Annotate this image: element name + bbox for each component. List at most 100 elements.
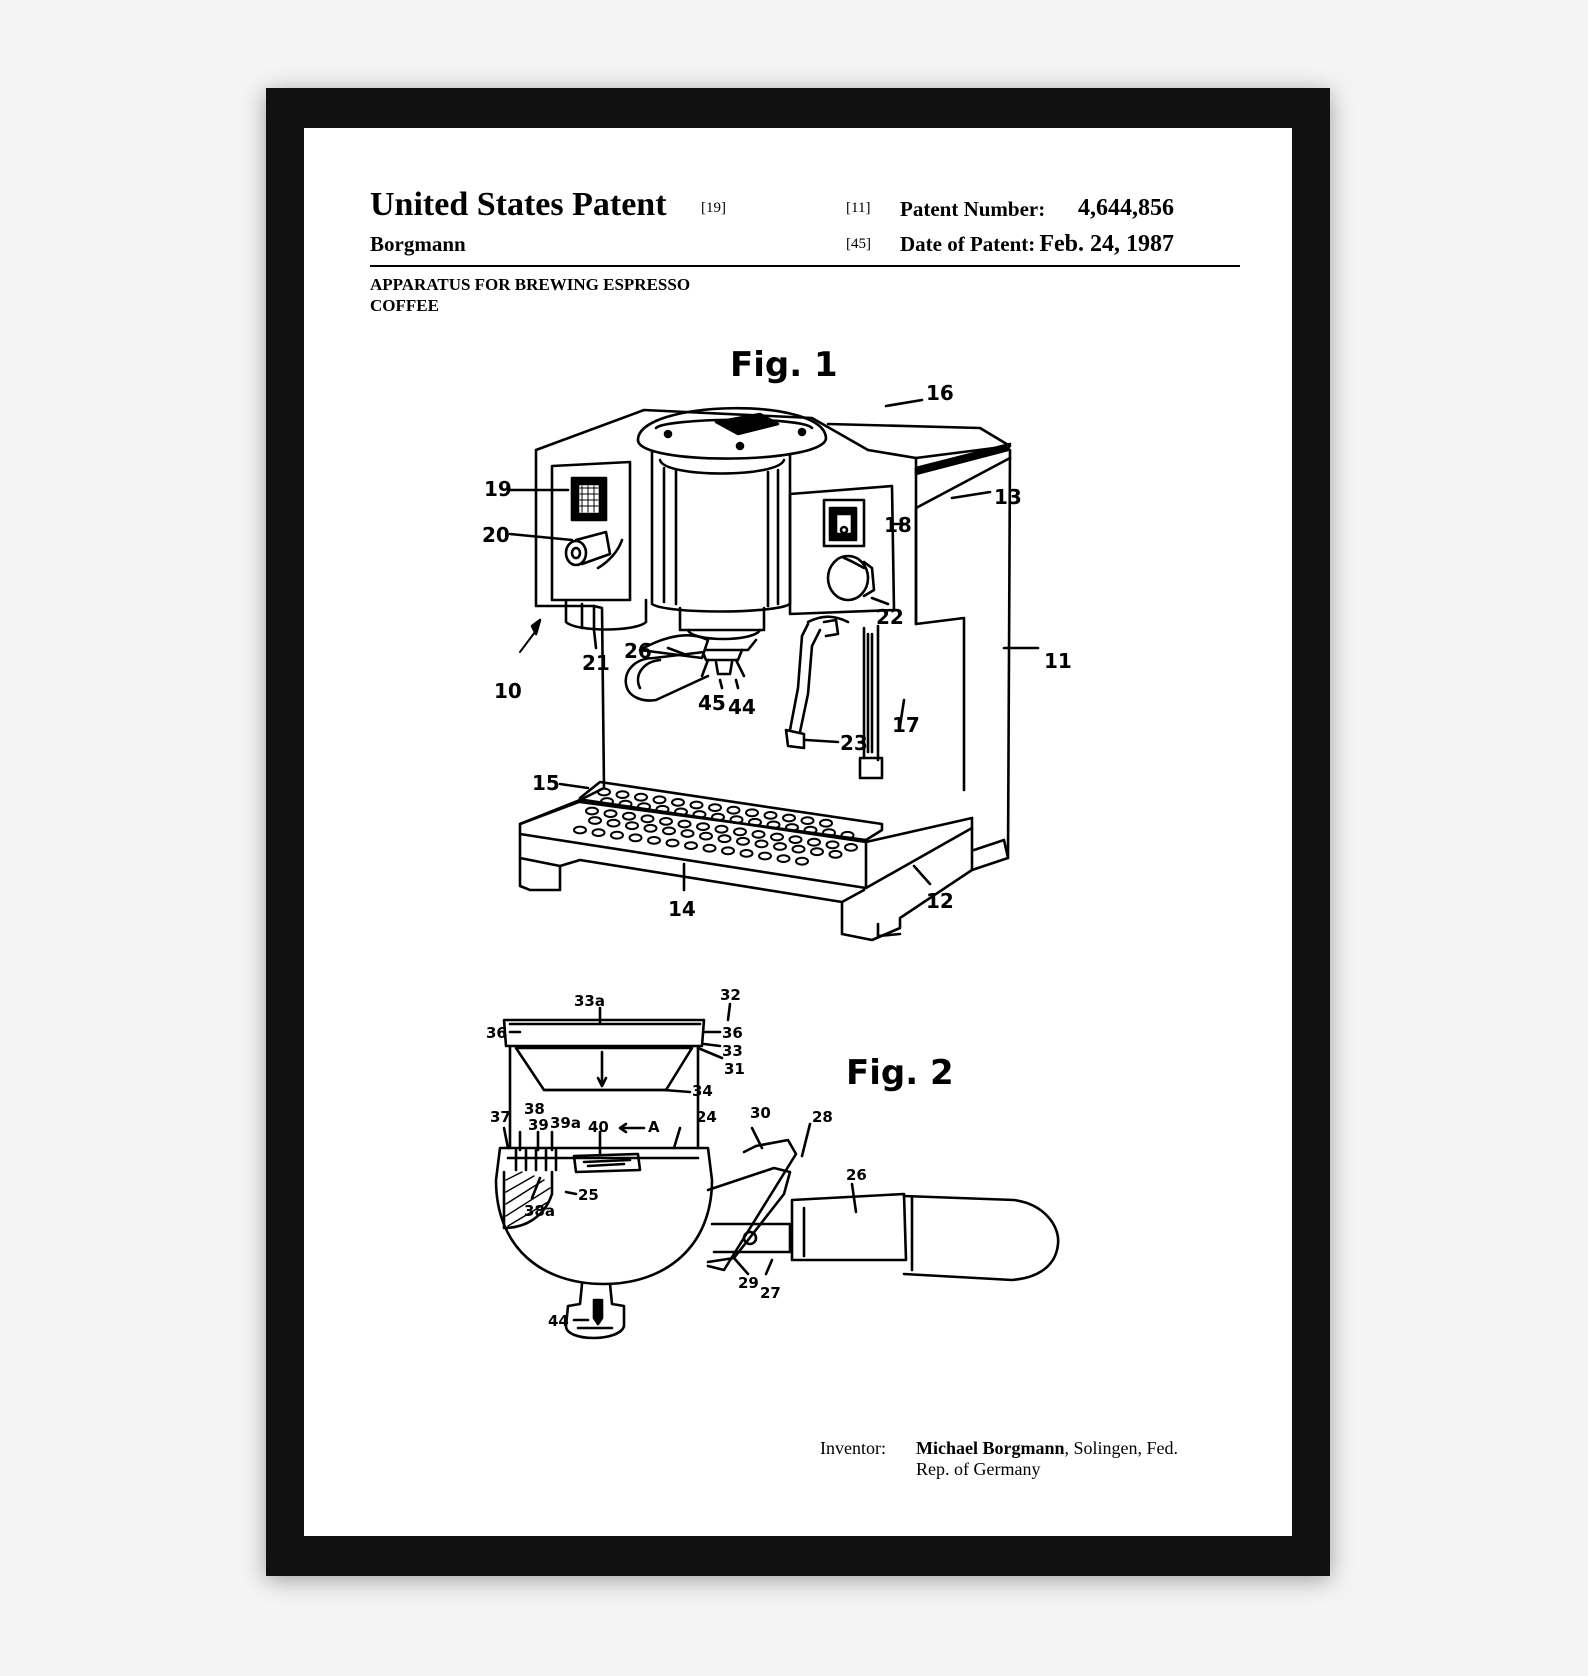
tray-hole xyxy=(776,854,791,863)
ref-36-left: 36 xyxy=(486,1024,507,1042)
ref-26: 26 xyxy=(624,639,652,663)
drip-tray-grid xyxy=(573,787,858,866)
ref-29: 29 xyxy=(738,1274,759,1292)
tray-hole xyxy=(736,836,750,846)
tray-hole xyxy=(699,831,713,841)
ref-27: 27 xyxy=(760,1284,781,1302)
ref-22: 22 xyxy=(876,605,904,629)
patent-office-title: United States Patent xyxy=(370,186,667,223)
tray-hole xyxy=(729,815,744,825)
tray-hole xyxy=(603,809,618,818)
fig2-drawing: Fig. 2 xyxy=(486,986,1060,1340)
tray-hole xyxy=(751,830,766,839)
ref-37: 37 xyxy=(490,1108,511,1126)
ref-10: 10 xyxy=(494,679,522,703)
number-code: [11] xyxy=(846,200,871,216)
ref-34: 34 xyxy=(692,1082,713,1100)
tray-hole xyxy=(662,826,676,836)
tray-hole xyxy=(810,847,824,857)
ref-33a: 33a xyxy=(574,992,605,1010)
tray-hole xyxy=(733,827,747,837)
office-code: [19] xyxy=(701,200,726,216)
tray-hole xyxy=(840,830,855,840)
patent-drawings: Fig. 1 xyxy=(482,345,1072,1340)
tray-hole xyxy=(763,811,778,820)
inventor-place-line-2: Rep. of Germany xyxy=(916,1459,1041,1479)
patent-author: Borgmann xyxy=(370,232,466,256)
tray-hole xyxy=(680,829,695,838)
tray-hole xyxy=(674,807,688,817)
tray-hole xyxy=(677,819,692,829)
patent-date-value: Feb. 24, 1987 xyxy=(1039,231,1174,257)
patent-subject-line-1: APPARATUS FOR BREWING ESPRESSO xyxy=(370,275,691,294)
tray-hole xyxy=(844,843,858,852)
ref-23: 23 xyxy=(840,731,868,755)
tray-hole xyxy=(684,841,698,850)
ref-38: 38 xyxy=(524,1100,545,1118)
tray-hole xyxy=(615,790,630,799)
picture-frame: United States Patent [19] [11] Patent Nu… xyxy=(266,88,1330,1576)
patent-number-label: Patent Number: xyxy=(900,197,1046,221)
tray-hole xyxy=(711,812,725,822)
ref-39a: 39a xyxy=(550,1114,581,1132)
ref-44-fig2: 44 xyxy=(548,1312,569,1330)
ref-24: 24 xyxy=(696,1108,717,1126)
tray-hole xyxy=(819,818,833,828)
tray-hole xyxy=(652,795,667,805)
patent-number-value: 4,644,856 xyxy=(1078,195,1174,221)
header-rule xyxy=(370,265,1240,267)
tray-hole xyxy=(714,824,729,834)
tray-hole xyxy=(606,818,621,828)
tray-hole xyxy=(597,787,611,797)
tray-hole xyxy=(622,811,636,821)
patent-date-label: Date of Patent: xyxy=(900,232,1036,256)
tray-hole xyxy=(791,844,806,854)
ref-19: 19 xyxy=(484,477,512,501)
ref-36-right: 36 xyxy=(722,1024,743,1042)
tray-hole xyxy=(726,805,741,815)
ref-17: 17 xyxy=(892,713,920,737)
inventor-place-line-1: , Solingen, Fed. xyxy=(1064,1438,1179,1458)
ref-18: 18 xyxy=(884,513,912,537)
ref-31: 31 xyxy=(724,1060,745,1078)
tray-hole xyxy=(585,806,599,816)
ref-16: 16 xyxy=(926,381,954,405)
tray-hole xyxy=(785,823,799,832)
tray-hole xyxy=(689,800,704,810)
ref-21: 21 xyxy=(582,651,610,675)
patent-subject: APPARATUS FOR BREWING ESPRESSO COFFEE xyxy=(370,274,690,316)
tray-hole xyxy=(803,825,818,835)
ref-13: 13 xyxy=(994,485,1022,509)
tray-hole xyxy=(788,835,803,844)
ref-44: 44 xyxy=(728,695,756,719)
ref-38a: 38a xyxy=(524,1202,555,1220)
tray-hole xyxy=(671,798,685,807)
tray-hole xyxy=(637,802,651,812)
tray-hole xyxy=(822,828,836,838)
ref-40: 40 xyxy=(588,1118,609,1136)
tray-hole xyxy=(825,840,840,850)
tray-hole xyxy=(600,797,614,806)
ref-32: 32 xyxy=(720,986,741,1004)
tray-hole xyxy=(702,843,717,853)
tray-hole xyxy=(643,823,658,833)
tray-hole xyxy=(773,842,787,851)
ref-A: A xyxy=(648,1118,660,1136)
ref-26-fig2: 26 xyxy=(846,1166,867,1184)
tray-hole xyxy=(770,832,784,842)
tray-hole xyxy=(610,830,624,840)
tray-hole xyxy=(800,816,815,825)
ref-45: 45 xyxy=(698,691,726,715)
tray-hole xyxy=(807,837,821,847)
ref-25: 25 xyxy=(578,1186,599,1204)
ref-12: 12 xyxy=(926,889,954,913)
inventor-label: Inventor: xyxy=(820,1438,886,1458)
ref-14: 14 xyxy=(668,897,696,921)
tray-hole xyxy=(573,825,587,835)
patent-print: United States Patent [19] [11] Patent Nu… xyxy=(304,128,1292,1536)
tray-hole xyxy=(754,839,769,849)
tray-hole xyxy=(696,822,710,831)
tray-hole xyxy=(659,817,673,826)
tray-hole xyxy=(745,808,759,818)
patent-subject-line-2: COFFEE xyxy=(370,296,439,315)
